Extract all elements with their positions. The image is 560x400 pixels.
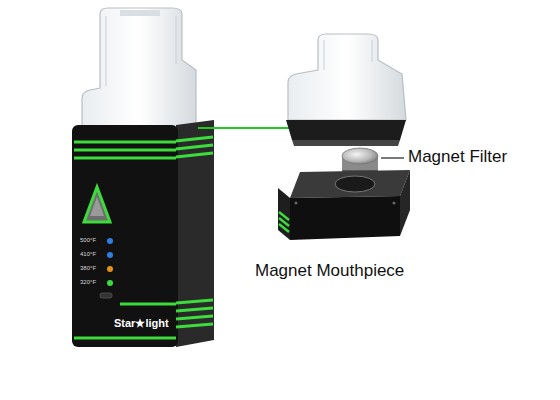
part-label: Magnet Filter <box>408 148 507 167</box>
assembly-line <box>198 127 300 129</box>
part-label: Magnet Mouthpiece <box>255 262 404 281</box>
brand-name: Star★light <box>114 317 169 329</box>
device-body <box>72 120 214 347</box>
temperature-label: 380°F <box>80 265 96 272</box>
exploded-clear-piece <box>286 34 406 146</box>
temperature-label: 500°F <box>80 237 96 244</box>
temperature-label: 320°F <box>80 279 96 286</box>
temperature-label: 410°F <box>80 251 96 258</box>
clear-mouthpiece <box>82 8 196 128</box>
magnet-mouthpiece-base <box>278 170 410 240</box>
